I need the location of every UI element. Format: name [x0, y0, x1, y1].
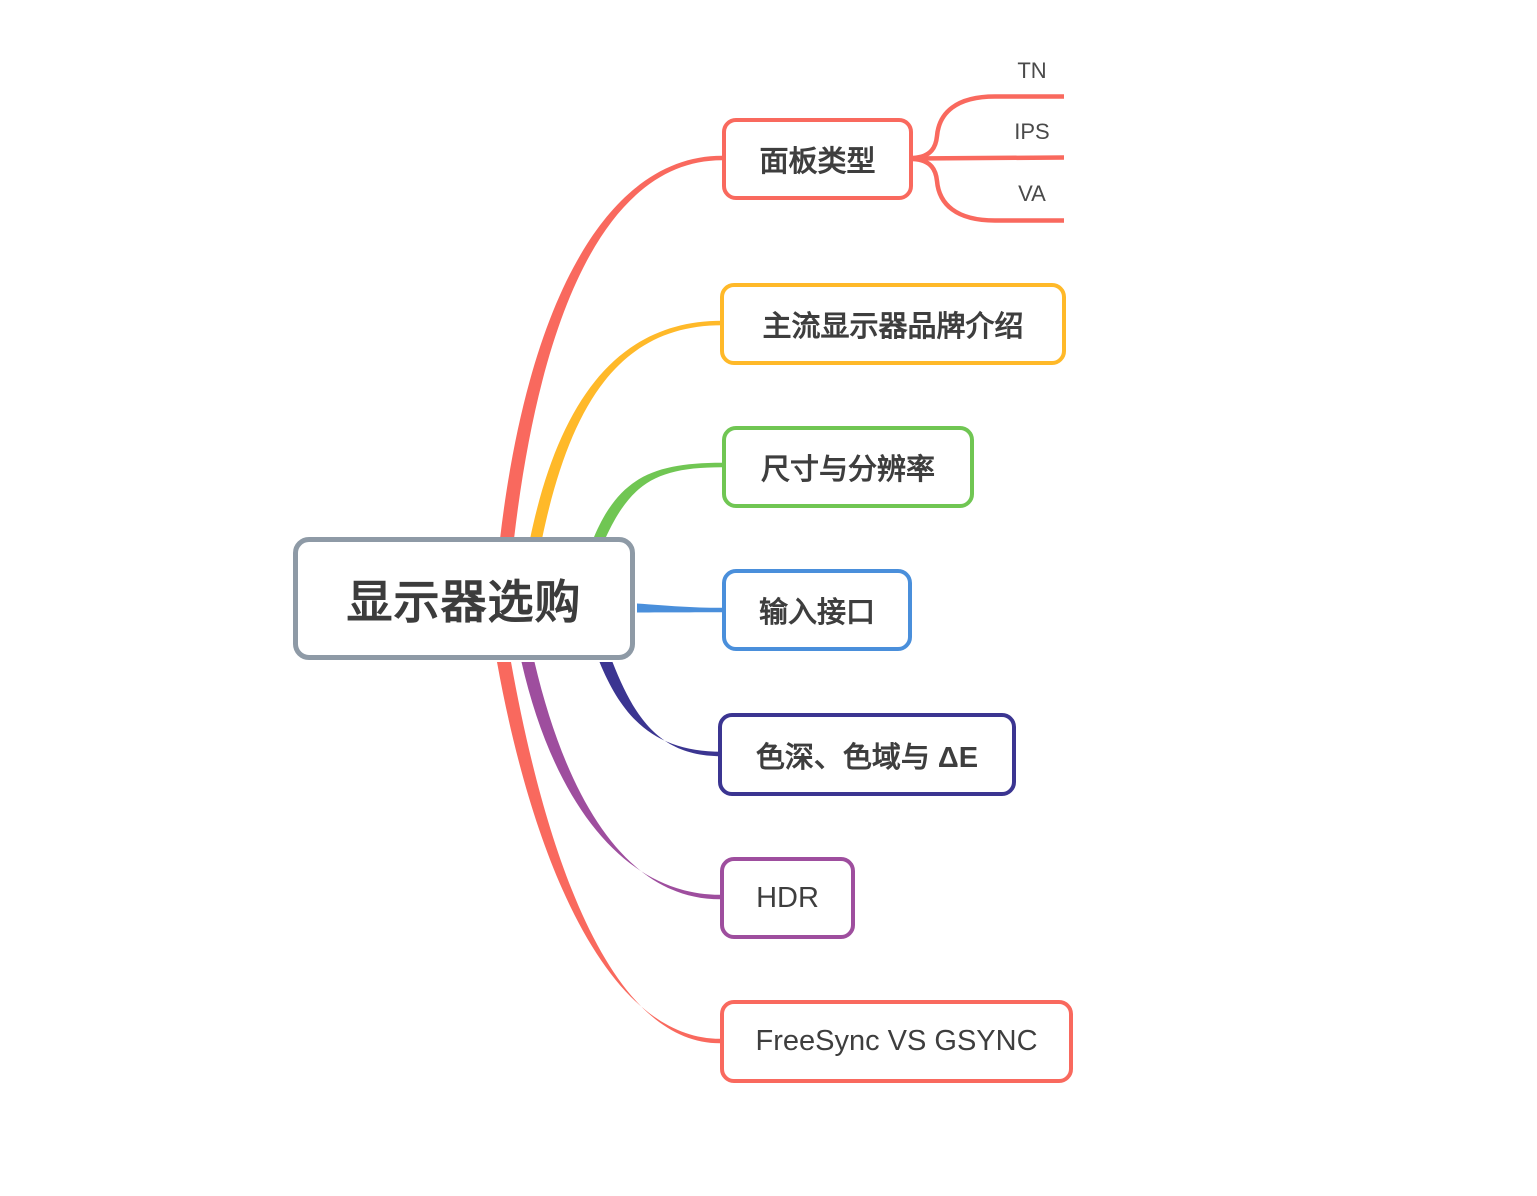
branch-node-size-resolution[interactable]: 尺寸与分辨率 — [722, 426, 974, 508]
child-connector-ips — [912, 155, 1065, 161]
branch-label-size-resolution: 尺寸与分辨率 — [760, 454, 935, 486]
connector-input-ports — [637, 603, 722, 613]
branch-node-brands[interactable]: 主流显示器品牌介绍 — [720, 283, 1066, 365]
connector-brands — [530, 320, 722, 539]
connector-size-resolution — [594, 462, 722, 537]
branch-node-color-depth-gamut[interactable]: 色深、色域与 ΔE — [718, 713, 1016, 796]
central-topic[interactable]: 显示器选购 — [293, 537, 635, 660]
branch-node-freesync-gsync[interactable]: FreeSync VS GSYNC — [720, 1000, 1073, 1083]
branch-label-hdr: HDR — [756, 881, 819, 914]
branch-label-brands: 主流显示器品牌介绍 — [762, 311, 1024, 343]
connector-panel-type — [500, 155, 722, 540]
central-topic-label: 显示器选购 — [346, 575, 582, 628]
branch-label-freesync-gsync: FreeSync VS GSYNC — [755, 1025, 1038, 1057]
branch-node-input-ports[interactable]: 输入接口 — [722, 569, 912, 651]
child-node-ips[interactable]: IPS — [1014, 119, 1050, 144]
branch-label-panel-type: 面板类型 — [759, 146, 876, 178]
connector-freesync — [497, 662, 720, 1044]
branch-label-color-depth-gamut: 色深、色域与 ΔE — [755, 741, 979, 774]
child-node-va[interactable]: VA — [1018, 181, 1046, 206]
connector-hdr — [521, 662, 720, 900]
branch-node-panel-type[interactable]: 面板类型 — [722, 118, 913, 200]
child-node-tn[interactable]: TN — [1017, 58, 1047, 83]
connector-color-depth — [599, 662, 722, 757]
branch-node-hdr[interactable]: HDR — [720, 857, 855, 939]
branch-label-input-ports: 输入接口 — [758, 597, 875, 629]
